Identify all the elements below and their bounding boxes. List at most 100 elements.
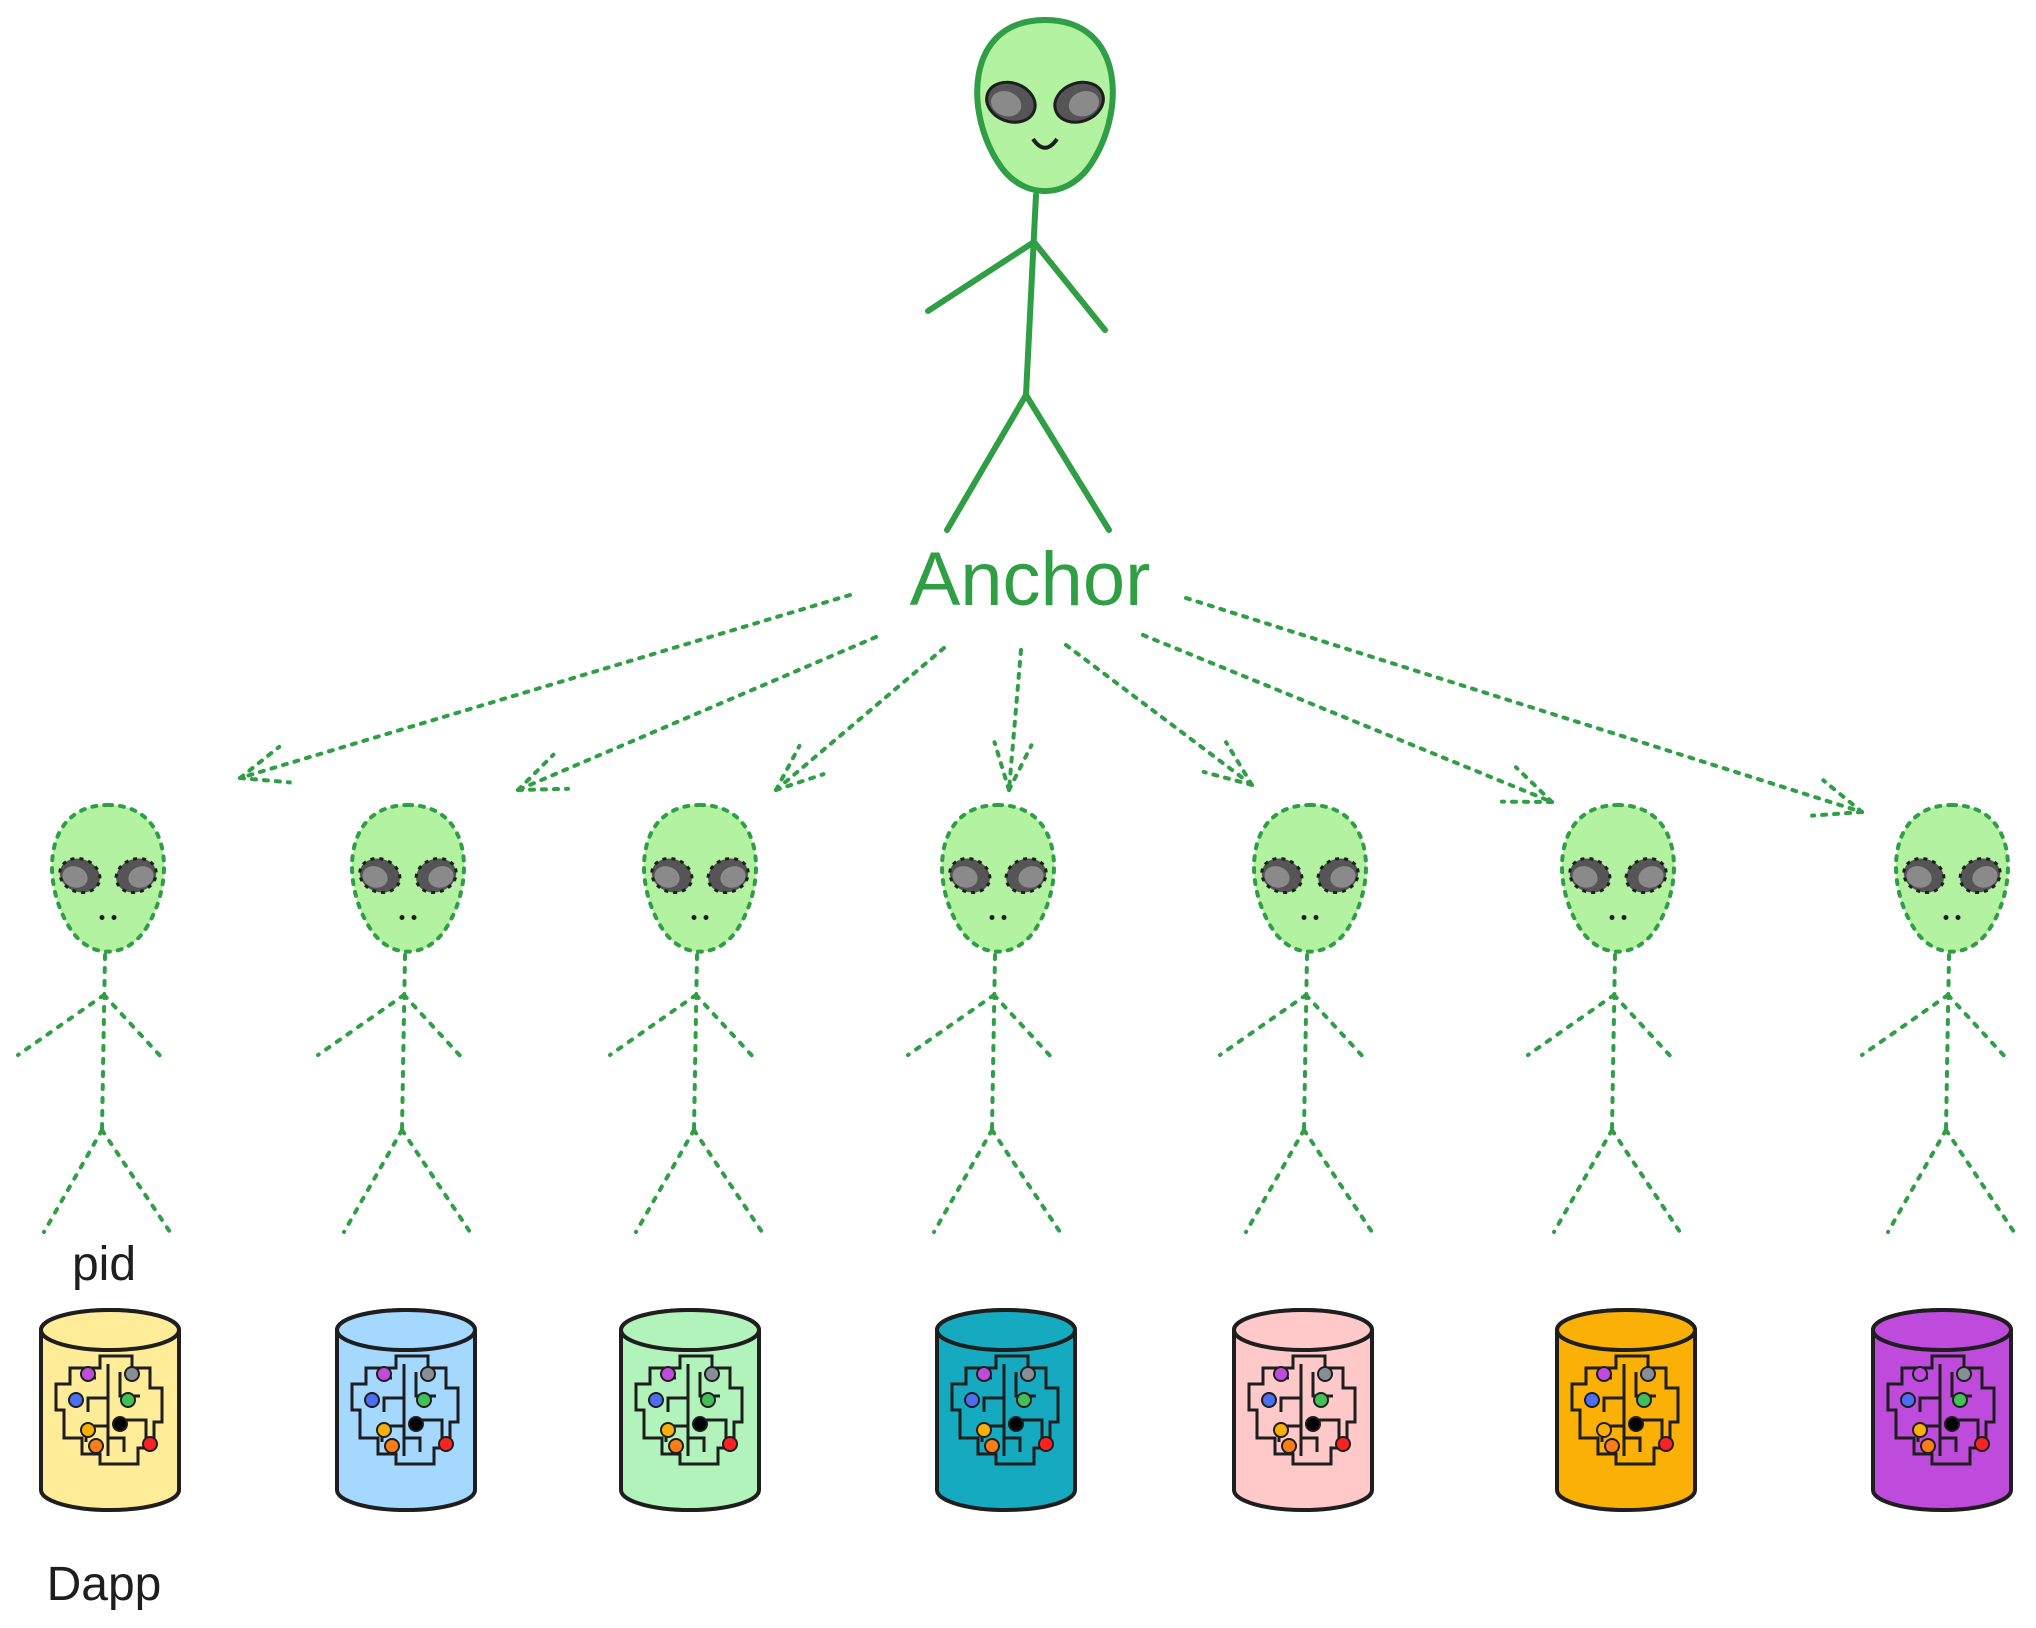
anchor-label: Anchor [910,537,1151,622]
arrow-head [516,752,556,792]
pid-right-pupil [720,866,746,888]
circuit-node [1335,1436,1351,1452]
dapp-cylinder [39,1308,181,1512]
pid-left-leg [634,1128,696,1234]
circuit-node [124,1366,140,1382]
circuit-node [1261,1392,1277,1408]
pid-head [642,802,758,954]
anchor-arrow [1184,596,1864,818]
circuit-node [1628,1416,1644,1432]
brain-circuit-icon [634,1354,744,1466]
pid-right-arm [992,993,1056,1062]
arrow-shaft [1007,648,1023,792]
pid-nose-dot [1955,915,1961,920]
arrow-shaft [238,593,852,780]
cylinder-top [1232,1308,1374,1352]
circuit-node [142,1436,158,1452]
circuit-node [1008,1416,1024,1432]
circuit-node [1640,1366,1656,1382]
dapp-cylinders [39,1308,2013,1512]
pid-alien [316,802,472,1234]
pid-left-leg [1886,1128,1948,1234]
circuit-node [704,1366,720,1382]
pid-body [400,953,407,1132]
brain-circuit-icon [950,1354,1060,1466]
pid-right-leg [1944,1128,2016,1234]
arrow-head [774,772,826,792]
pid-head [940,802,1056,954]
pid-right-arm [1612,993,1676,1062]
pid-left-pupil [62,866,88,888]
pid-right-arm [1304,993,1368,1062]
pid-body [1944,953,1951,1132]
brain-outline [54,1354,164,1466]
cylinder-top [935,1308,1077,1352]
arrow-shaft [1184,596,1864,814]
arrow-head [238,744,282,780]
pid-left-leg [1552,1128,1614,1234]
circuit-node [984,1438,1000,1454]
pid-right-arm [694,993,758,1062]
circuit-node [1273,1422,1289,1438]
dapp-label: Dapp [47,1558,162,1611]
pid-right-leg [1302,1128,1374,1234]
circuit-node [1658,1436,1674,1452]
pid-left-arm [16,993,106,1057]
pid-alien [16,802,172,1234]
circuit-node [1956,1366,1972,1382]
anchor-arrow [992,648,1034,792]
arrow-head [992,740,1011,792]
brain-circuit-icon [1570,1354,1680,1466]
pid-body [990,953,997,1132]
pid-nose-dot [691,915,697,920]
pid-right-pupil [128,866,154,888]
circuit-node [364,1392,380,1408]
brain-outline [1570,1354,1680,1466]
pid-right-arm [102,993,166,1062]
pid-nose-dot [1621,915,1627,920]
arrow-shaft [1141,633,1554,804]
cylinder-top [1871,1308,2013,1352]
anchor-arrow [774,646,946,792]
circuit-node [1273,1366,1289,1382]
circuit-node [1974,1436,1990,1452]
arrow-shaft [1064,643,1254,787]
circuit-node [964,1392,980,1408]
pid-head [350,802,466,954]
pid-body [692,953,699,1132]
pid-head [1560,802,1676,954]
brain-circuit-icon [350,1354,460,1466]
dapp-cylinder [935,1308,1077,1512]
brain-outline [350,1354,460,1466]
dapp-cylinder [1555,1308,1697,1512]
arrow-shaft [774,646,946,792]
circuit-node [1584,1392,1600,1408]
circuit-node [408,1416,424,1432]
anchor-right-leg [1023,392,1112,533]
arrow-head [1810,810,1864,818]
pid-aliens [16,802,2016,1234]
anchor-right-pupil [1068,91,1100,117]
arrow-head [774,743,802,792]
pid-nose-dot [989,915,995,920]
pid-nose-dot [399,915,405,920]
pid-left-pupil [952,866,978,888]
anchor-alien-figure [925,16,1116,533]
circuit-node [1900,1392,1916,1408]
pid-nose-dot [411,915,417,920]
circuit-node [1596,1422,1612,1438]
cylinder-top [619,1308,761,1352]
pid-alien [1218,802,1374,1234]
pid-head [50,802,166,954]
pid-nose-dot [1609,915,1615,920]
brain-circuit-icon [1886,1354,1996,1466]
pid-nose-dot [1943,915,1949,920]
pid-right-leg [692,1128,764,1234]
arrow-head [1224,740,1254,787]
pid-right-leg [990,1128,1062,1234]
circuit-node [1944,1416,1960,1432]
pid-left-leg [1244,1128,1306,1234]
pid-left-leg [342,1128,404,1234]
pid-left-pupil [1264,866,1290,888]
arrow-head [1514,765,1554,804]
